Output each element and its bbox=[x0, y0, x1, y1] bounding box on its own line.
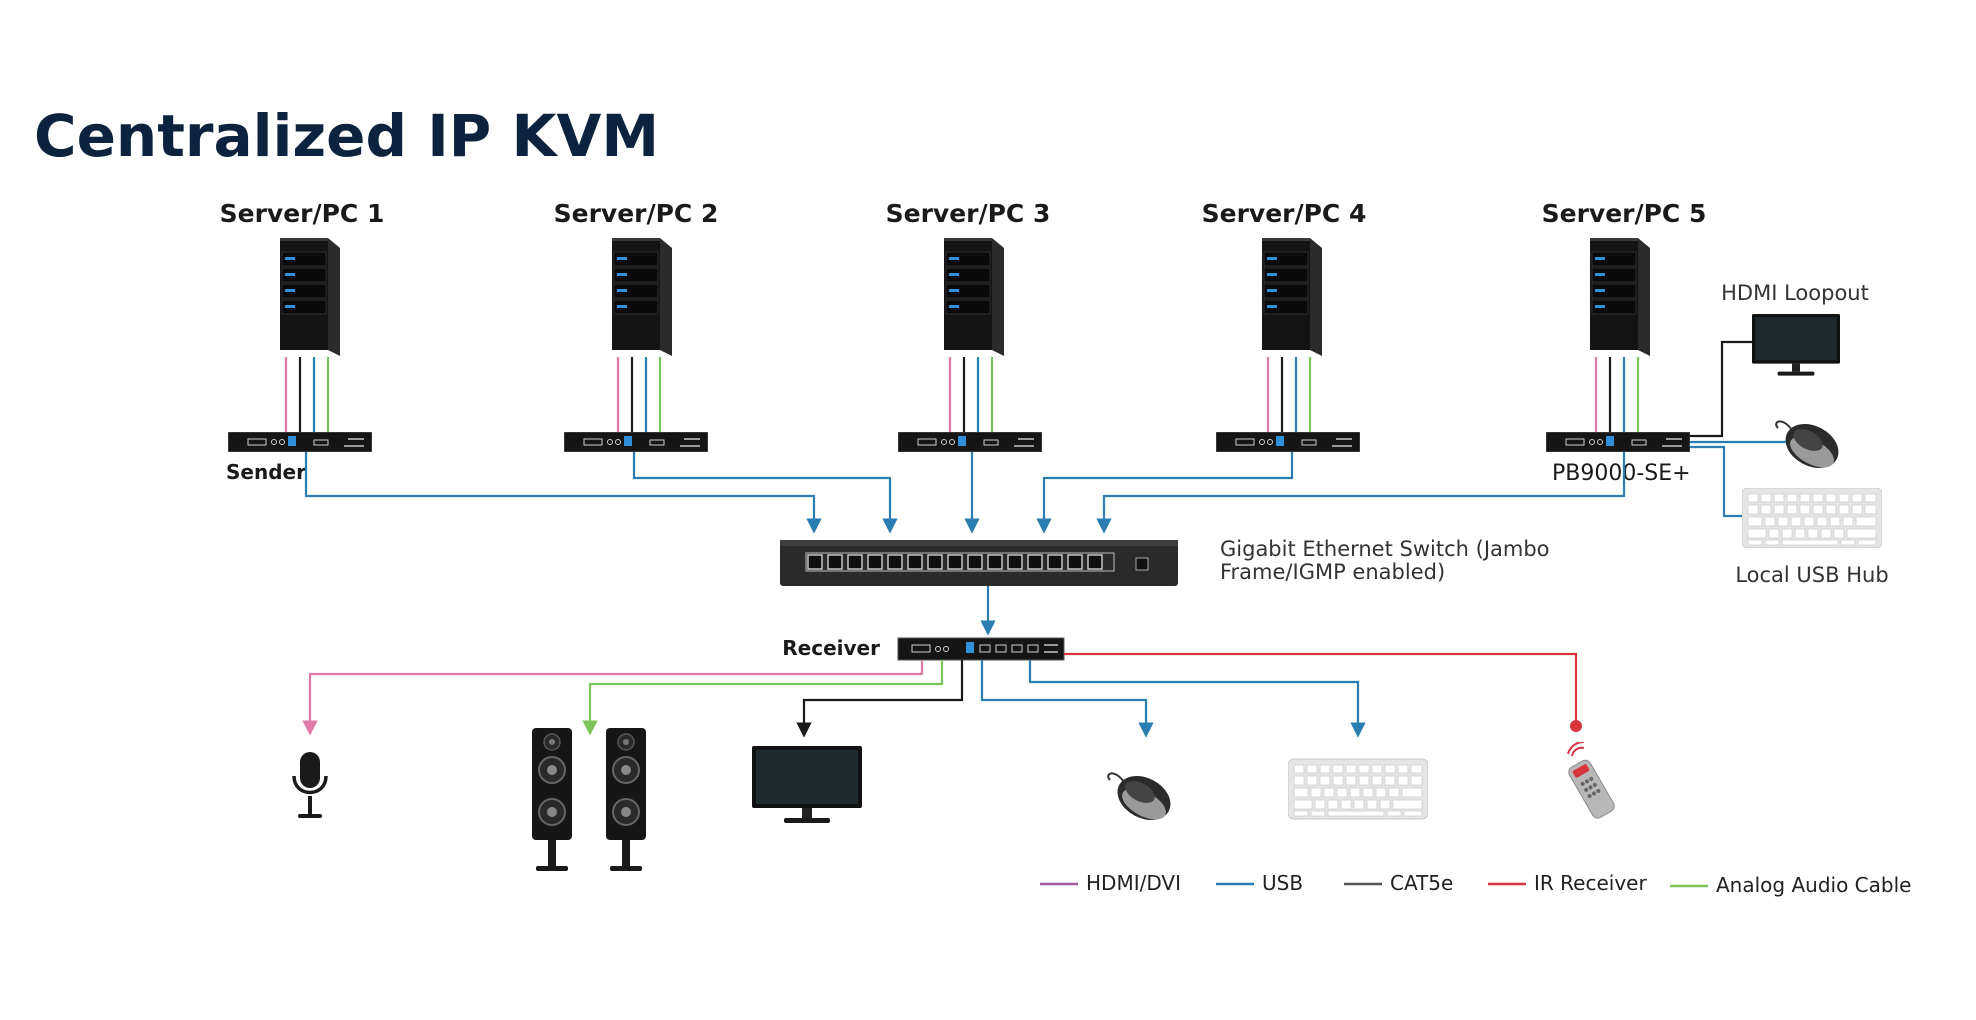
mouse-icon bbox=[1107, 766, 1176, 826]
sender-extender-2 bbox=[564, 432, 708, 452]
server-5-label: Server/PC 5 bbox=[1542, 199, 1707, 228]
switch-label-line-2: Frame/IGMP enabled) bbox=[1220, 560, 1445, 584]
local-usb-hub-label: Local USB Hub bbox=[1735, 563, 1888, 587]
server-tower-icon bbox=[1262, 238, 1322, 356]
sender-extender-3 bbox=[898, 432, 1042, 452]
switch-label-line-1: Gigabit Ethernet Switch (Jambo bbox=[1220, 537, 1550, 561]
server-tower-icon bbox=[1590, 238, 1650, 356]
sender-switch-cables bbox=[304, 452, 1626, 534]
legend-label-ir: IR Receiver bbox=[1534, 871, 1647, 895]
keyboard-icon bbox=[1288, 758, 1428, 820]
mouse-icon bbox=[1775, 414, 1844, 474]
speakers-icon bbox=[532, 728, 572, 872]
keyboard-icon bbox=[1742, 488, 1882, 548]
legend-label-cat5e: CAT5e bbox=[1390, 871, 1453, 895]
local-keyboard-cable bbox=[1690, 445, 1742, 518]
server-tower-icon bbox=[612, 238, 672, 356]
sender-extender-5 bbox=[1546, 432, 1690, 452]
server-sender-cables bbox=[284, 357, 1640, 432]
legend: HDMI/DVI USB CAT5e IR Receiver Analog Au… bbox=[1040, 871, 1911, 897]
receiver-label: Receiver bbox=[782, 636, 880, 660]
hdmi-loopout-label: HDMI Loopout bbox=[1721, 281, 1869, 305]
server-1-label: Server/PC 1 bbox=[220, 199, 385, 228]
legend-label-hdmi: HDMI/DVI bbox=[1086, 871, 1181, 895]
monitor-icon bbox=[1752, 314, 1840, 376]
receiver-output-cables bbox=[302, 652, 1582, 738]
model-label: PB9000-SE+ bbox=[1552, 461, 1691, 486]
loopout-cable bbox=[1690, 340, 1752, 438]
legend-label-audio: Analog Audio Cable bbox=[1716, 873, 1911, 897]
microphone-icon bbox=[292, 752, 328, 820]
sender-label: Sender bbox=[226, 460, 306, 484]
sender-extender-1 bbox=[228, 432, 372, 452]
server-3-label: Server/PC 3 bbox=[886, 199, 1051, 228]
server-tower-icon bbox=[280, 238, 340, 356]
ethernet-switch-icon bbox=[780, 540, 1178, 586]
ir-remote-icon bbox=[1565, 742, 1618, 822]
page-title: Centralized IP KVM bbox=[34, 102, 659, 170]
server-tower-icon bbox=[944, 238, 1004, 356]
server-2-label: Server/PC 2 bbox=[554, 199, 719, 228]
legend-label-usb: USB bbox=[1262, 871, 1303, 895]
server-4-label: Server/PC 4 bbox=[1202, 199, 1367, 228]
receiver-extender bbox=[897, 637, 1065, 661]
sender-extender-4 bbox=[1216, 432, 1360, 452]
speakers-icon bbox=[606, 728, 646, 872]
monitor-icon bbox=[752, 746, 862, 823]
